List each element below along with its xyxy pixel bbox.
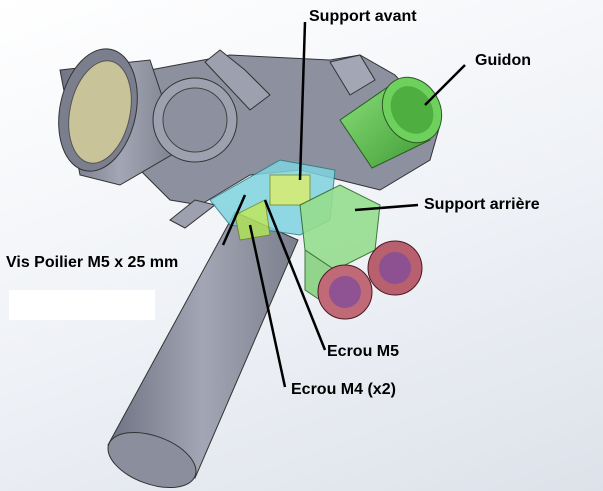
guidon-part [339, 76, 443, 169]
label-ecrou-m5: Ecrou M5 [327, 343, 400, 360]
label-support-avant: Support avant [309, 8, 417, 25]
knobs [317, 240, 423, 320]
label-support-arriere: Support arrière [424, 196, 540, 213]
label-ecrou-m4: Ecrou M4 (x2) [291, 381, 396, 398]
seat-tube [107, 211, 299, 488]
blank-patch [9, 290, 155, 320]
leader-lines [221, 21, 466, 388]
main-body [58, 48, 441, 229]
label-guidon: Guidon [475, 52, 531, 69]
label-vis: Vis Poilier M5 x 25 mm [6, 254, 179, 271]
